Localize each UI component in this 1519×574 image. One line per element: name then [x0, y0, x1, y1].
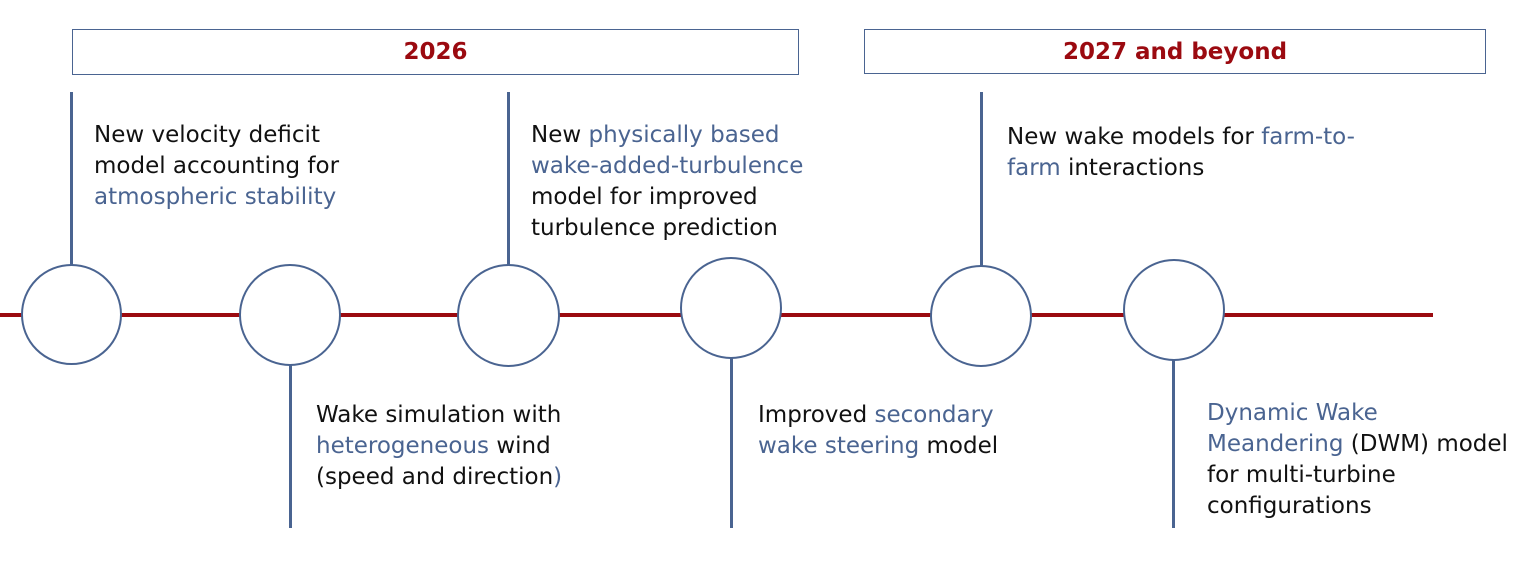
highlighted-text: wake steering: [758, 433, 920, 459]
milestone-stem: [70, 92, 73, 266]
milestone-stem: [507, 92, 510, 266]
milestone-label: New velocity deficit model accounting for…: [94, 120, 339, 213]
label-text: turbulence prediction: [531, 215, 778, 241]
milestone-label-line: Improved secondary: [758, 400, 998, 431]
highlighted-text: farm: [1007, 155, 1061, 181]
highlighted-text: heterogeneous: [316, 433, 490, 459]
milestone-label-line: wake steering model: [758, 431, 998, 462]
label-text: New: [531, 122, 589, 148]
milestone-label-line: model for improved: [531, 182, 803, 213]
label-text: New wake models for: [1007, 124, 1262, 150]
milestone-node: [680, 257, 782, 359]
milestone-label-line: New velocity deficit: [94, 120, 339, 151]
label-text: configurations: [1207, 493, 1372, 519]
milestone-label-line: (speed and direction): [316, 462, 562, 493]
label-text: Wake simulation with: [316, 402, 562, 428]
milestone-node: [1123, 259, 1225, 361]
label-text: model for improved: [531, 184, 758, 210]
milestone-label-line: configurations: [1207, 491, 1508, 522]
label-text: model accounting for: [94, 153, 340, 179]
label-text: (speed and direction: [316, 464, 554, 490]
milestone-label-line: Meandering (DWM) model: [1207, 429, 1508, 460]
label-text: model: [919, 433, 999, 459]
milestone-label-line: Dynamic Wake: [1207, 398, 1508, 429]
milestone-stem: [1172, 359, 1175, 528]
highlighted-text: ): [553, 464, 563, 490]
label-text: (DWM) model: [1343, 431, 1508, 457]
milestone-node: [21, 264, 122, 365]
milestone-label-line: Wake simulation with: [316, 400, 562, 431]
period-box-2026: 2026: [72, 29, 799, 75]
milestone-label-line: New physically based: [531, 120, 803, 151]
milestone-label-line: atmospheric stability: [94, 182, 339, 213]
highlighted-text: Dynamic Wake: [1207, 400, 1378, 426]
period-box-2027-and-beyond: 2027 and beyond: [864, 29, 1486, 74]
milestone-label: New wake models for farm-to-farm interac…: [1007, 122, 1355, 184]
milestone-label-line: wake-added-turbulence: [531, 151, 803, 182]
label-text: Improved: [758, 402, 875, 428]
milestone-stem: [289, 364, 292, 528]
milestone-node: [457, 264, 560, 367]
milestone-label-line: New wake models for farm-to-: [1007, 122, 1355, 153]
milestone-label-line: for multi-turbine: [1207, 460, 1508, 491]
milestone-stem: [730, 357, 733, 528]
highlighted-text: secondary: [874, 402, 994, 428]
highlighted-text: wake-added-turbulence: [531, 153, 804, 179]
milestone-label-line: turbulence prediction: [531, 213, 803, 244]
period-label: 2026: [403, 39, 468, 65]
milestone-node: [239, 264, 341, 366]
milestone-label-line: model accounting for: [94, 151, 339, 182]
milestone-node: [930, 265, 1032, 367]
milestone-stem: [980, 92, 983, 266]
label-text: New velocity deficit: [94, 122, 320, 148]
highlighted-text: physically based: [588, 122, 780, 148]
highlighted-text: Meandering: [1207, 431, 1344, 457]
label-text: wind: [489, 433, 551, 459]
highlighted-text: farm-to-: [1261, 124, 1355, 150]
label-text: interactions: [1060, 155, 1205, 181]
milestone-label-line: heterogeneous wind: [316, 431, 562, 462]
milestone-label-line: farm interactions: [1007, 153, 1355, 184]
highlighted-text: atmospheric stability: [94, 184, 337, 210]
period-label: 2027 and beyond: [1062, 38, 1288, 65]
label-text: for multi-turbine: [1207, 462, 1396, 488]
